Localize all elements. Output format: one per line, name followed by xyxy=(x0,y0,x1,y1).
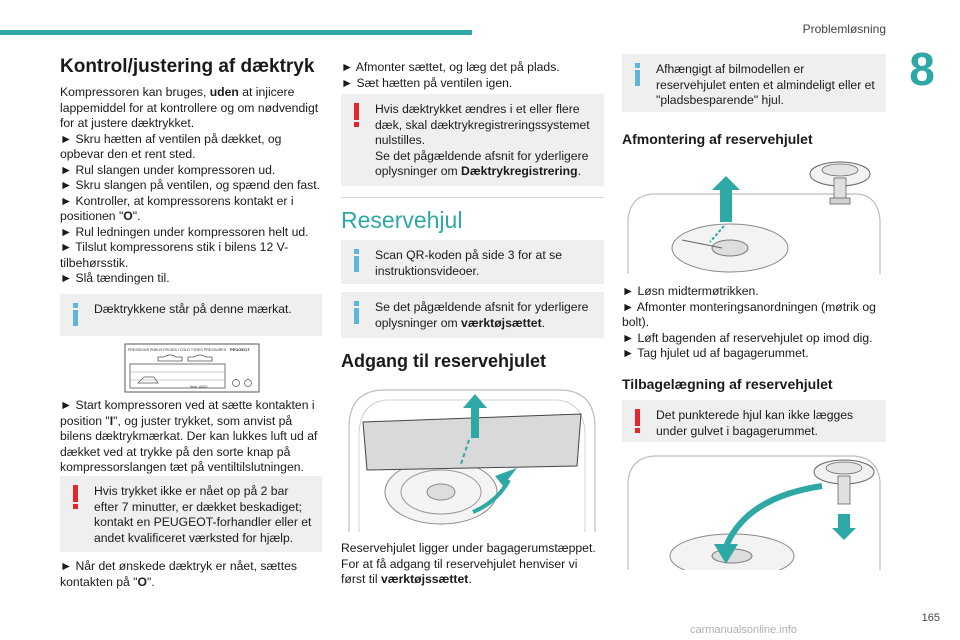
info-note-tool-kit: Se det pågældende afsnit for yderligere … xyxy=(341,292,604,338)
warning-punctured-text: Det punkterede hjul kan ikke lægges unde… xyxy=(656,408,854,438)
tire-pressure-label-illustration: PRESSIONS PNEUS FROIDS / COLD TYRES PRES… xyxy=(124,343,260,393)
info-toolkit-text: Se det pågældende afsnit for yderligere … xyxy=(375,300,589,330)
step-take-out-wheel: ► Tag hjulet ud af bagagerummet. xyxy=(622,346,809,360)
section-header-title: Problemløsning xyxy=(802,22,886,36)
step-ignition-on: ► Slå tændingen til. xyxy=(60,271,170,285)
info-note-pressure-label: Dæktrykkene står på denne mærkat. xyxy=(60,294,322,336)
warning-icon xyxy=(350,103,366,127)
warning-icon xyxy=(631,409,647,433)
step-check-switch: ► Kontroller, at kompressorens kontakt e… xyxy=(60,193,294,224)
info-note-wheel-type: Afhængigt af bilmodellen er reservehjule… xyxy=(622,54,886,112)
step-refit-cap: ► Sæt hætten på ventilen igen. xyxy=(341,75,513,90)
intro-paragraph: Kompressoren kan bruges, uden at injicer… xyxy=(60,85,319,130)
info-wheel-type-text: Afhængigt af bilmodellen er reservehjule… xyxy=(656,62,875,107)
section-title-tire-pressure: Kontrol/justering af dæktryk xyxy=(60,56,315,77)
warning-note-punctured-wheel: Det punkterede hjul kan ikke lægges unde… xyxy=(622,400,886,442)
info-icon xyxy=(631,63,647,87)
warning-tpms-text: Hvis dæktrykket ændres i et eller flere … xyxy=(375,102,590,147)
warning-note-tpms-reset: Hvis dæktrykket ændres i et eller flere … xyxy=(341,94,604,186)
step-unroll-hose: ► Rul slangen under kompressoren ud. xyxy=(60,162,276,177)
section-title-removal: Afmontering af reservehjulet xyxy=(622,131,813,147)
label-heading: PRESSIONS PNEUS FROIDS / COLD TYRES PRES… xyxy=(128,348,227,352)
step-unroll-cable: ► Rul ledningen under kompressoren helt … xyxy=(60,224,309,239)
trunk-floor-illustration xyxy=(348,389,596,532)
intro-text-block: Kompressoren kan bruges, uden at injicer… xyxy=(60,85,322,287)
remove-kit-steps: ► Afmonter sættet, og læg det på plads. … xyxy=(341,60,604,91)
section-title-refit: Tilbagelægning af reservehjulet xyxy=(622,376,833,392)
chapter-number: 8 xyxy=(909,43,935,95)
info-icon xyxy=(350,301,366,325)
warning-note-pressure: Hvis trykket ikke er nået op på 2 bar ef… xyxy=(60,476,322,552)
warning-tpms-reference: Se det pågældende afsnit for yderligere … xyxy=(375,148,589,179)
step-screw-hose: ► Skru slangen på ventilen, og spænd den… xyxy=(60,178,321,192)
info-qr-text: Scan QR-koden på side 3 for at se instru… xyxy=(375,248,562,278)
step-remove-fixing: ► Afmonter monteringsanordningen (møtrik… xyxy=(622,299,876,330)
step-remove-kit: ► Afmonter sættet, og læg det på plads. xyxy=(341,60,560,74)
removal-steps: ► Løsn midtermøtrikken. ► Afmonter monte… xyxy=(622,284,886,362)
info-icon xyxy=(350,249,366,273)
info-note-text: Dæktrykkene står på denne mærkat. xyxy=(94,302,292,316)
warning-note-text: Hvis trykket ikke er nået op på 2 bar ef… xyxy=(94,484,312,545)
step-loosen-nut: ► Løsn midtermøtrikken. xyxy=(622,284,759,298)
section-title-access-spare: Adgang til reservehjulet xyxy=(341,351,547,371)
page-number: 165 xyxy=(921,612,940,624)
access-caption: Reservehjulet ligger under bagagerumstæp… xyxy=(341,541,596,586)
info-note-qr-code: Scan QR-koden på side 3 for at se instru… xyxy=(341,240,604,284)
step-lift-wheel: ► Løft bagenden af reservehjulet op imod… xyxy=(622,330,873,345)
info-icon xyxy=(69,303,85,327)
start-compressor-text: ► Start kompressoren ved at sætte kontak… xyxy=(60,398,318,474)
final-step-text: ► Når det ønskede dæktryk er nået, sætte… xyxy=(60,559,297,589)
label-logo: PEUGEOT xyxy=(230,347,250,352)
header-accent-bar xyxy=(0,30,472,35)
footer-watermark: carmanualsonline.info xyxy=(690,624,798,636)
spare-wheel-removal-illustration xyxy=(627,161,881,274)
label-row: Nom. AND1 xyxy=(190,385,208,389)
warning-icon xyxy=(69,485,85,509)
step-connect-plug: ► Tilslut kompressorens stik i bilens 12… xyxy=(60,240,289,270)
spare-wheel-refit-illustration xyxy=(627,455,881,570)
step-unscrew-cap: ► Skru hætten af ventilen på dækket, og … xyxy=(60,131,282,162)
section-divider xyxy=(341,197,604,198)
section-title-spare-wheel: Reservehjul xyxy=(341,207,463,233)
